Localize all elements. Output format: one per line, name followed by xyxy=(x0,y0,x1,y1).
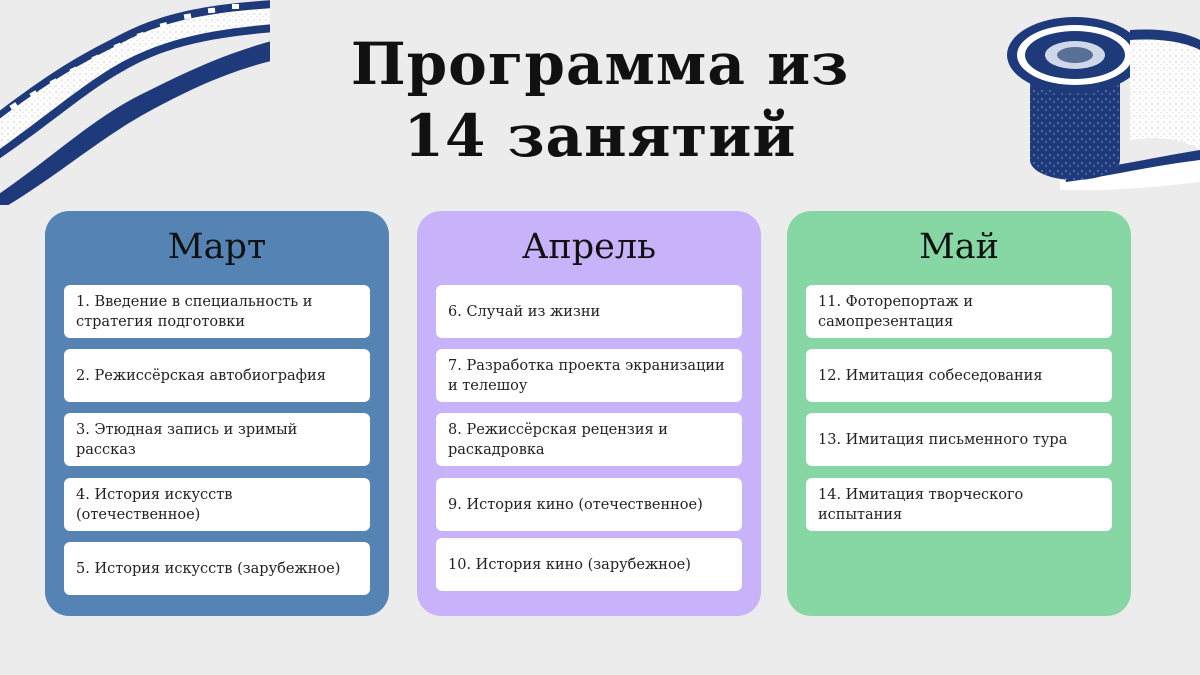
title-line-2: 14 занятий xyxy=(403,102,797,170)
list-item: 11. Фоторепортаж и самопрезентация xyxy=(806,285,1112,338)
list-item: 1. Введение в специальность и стратегия … xyxy=(64,285,370,338)
list-item: 8. Режиссёрская рецензия и раскадровка xyxy=(436,413,742,466)
list-item: 13. Имитация письменного тура xyxy=(806,413,1112,466)
column-title: Март xyxy=(167,227,267,267)
list-item: 4. История искусств (отечественное) xyxy=(64,478,370,531)
column-march: Март 1. Введение в специальность и страт… xyxy=(45,211,389,616)
list-item: 5. История искусств (зарубежное) xyxy=(64,542,370,595)
column-title: Апрель xyxy=(521,227,657,267)
list-item: 14. Имитация творческого испытания xyxy=(806,478,1112,531)
column-april: Апрель 6. Случай из жизни 7. Разработка … xyxy=(417,211,761,616)
page-title: Программа из 14 занятий xyxy=(0,28,1200,172)
list-item: 3. Этюдная запись и зримый рассказ xyxy=(64,413,370,466)
title-line-1: Программа из xyxy=(350,30,850,98)
list-item: 12. Имитация собеседования xyxy=(806,349,1112,402)
column-may: Май 11. Фоторепортаж и самопрезентация 1… xyxy=(787,211,1131,616)
list-item: 7. Разработка проекта экранизации и теле… xyxy=(436,349,742,402)
list-item: 2. Режиссёрская автобиография xyxy=(64,349,370,402)
film-strip-icon xyxy=(0,0,270,205)
list-item: 6. Случай из жизни xyxy=(436,285,742,338)
list-item: 9. История кино (отечественное) xyxy=(436,478,742,531)
list-item: 10. История кино (зарубежное) xyxy=(436,538,742,591)
film-reel-icon xyxy=(1007,17,1200,190)
column-title: Май xyxy=(918,227,1000,267)
